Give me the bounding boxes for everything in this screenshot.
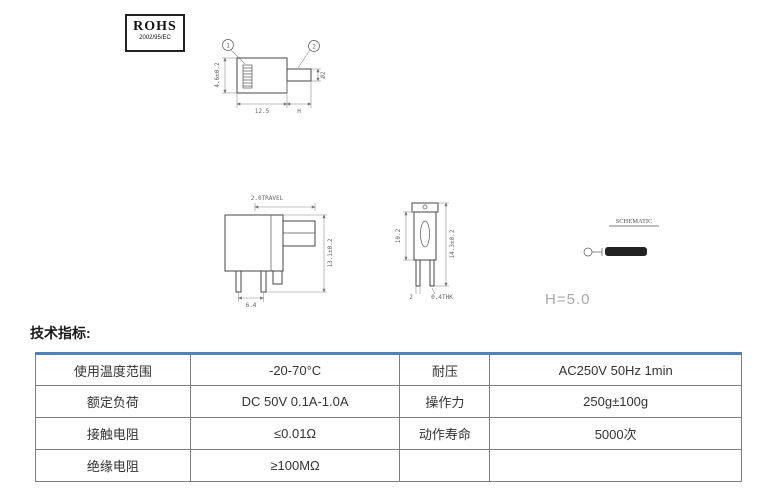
- table-row: 额定负荷 DC 50V 0.1A-1.0A 操作力 250g±100g: [35, 385, 742, 418]
- dim-shaft-length: H: [297, 108, 301, 115]
- dim-front-total-height: 14.3±0.2: [449, 229, 456, 258]
- schematic-title: SCHEMATIC: [616, 218, 653, 225]
- spec-value-cell: ≤0.01Ω: [189, 417, 401, 450]
- drawing-side-view: 2.0TRAVEL 6.4 13.1±0.2: [224, 195, 334, 309]
- rohs-subtitle: 2002/95/EC: [139, 35, 171, 41]
- table-row: 使用温度范围 -20-70°C 耐压 AC250V 50Hz 1min: [35, 353, 742, 386]
- spec-value-cell: AC250V 50Hz 1min: [489, 353, 742, 386]
- dim-pin-width: 2: [409, 294, 413, 301]
- dim-travel: 2.0TRAVEL: [251, 195, 284, 202]
- callout-2: 2: [312, 44, 316, 51]
- drawing-front-view: 10.2 14.3±0.2 2 0.4THK: [395, 202, 456, 301]
- spec-value-cell: [489, 449, 742, 482]
- spec-label-cell: 额定负荷: [35, 385, 191, 418]
- dim-body-length: 12.5: [255, 108, 270, 115]
- rohs-title: ROHS: [133, 19, 177, 34]
- table-row: 绝缘电阻 ≥100MΩ: [35, 449, 742, 482]
- table-row: 接触电阻 ≤0.01Ω 动作寿命 5000次: [35, 417, 742, 450]
- dim-overall-height: 13.1±0.2: [327, 238, 334, 267]
- dim-front-body-height: 10.2: [395, 228, 402, 243]
- spec-value-cell: 5000次: [489, 417, 742, 450]
- spec-label-cell: 接触电阻: [35, 417, 191, 450]
- callout-1: 1: [226, 43, 230, 50]
- specs-heading: 技术指标:: [30, 325, 91, 341]
- dim-pin-pitch: 6.4: [246, 302, 257, 309]
- spec-value-cell: DC 50V 0.1A-1.0A: [189, 385, 401, 418]
- h-dimension-note: H=5.0: [545, 291, 591, 308]
- rohs-badge: ROHS 2002/95/EC: [125, 14, 185, 52]
- spec-value-cell: ≥100MΩ: [189, 449, 401, 482]
- spec-label-cell: 动作寿命: [399, 417, 491, 450]
- dim-body-height: 4.6±0.2: [214, 62, 221, 88]
- drawing-schematic: SCHEMATIC: [583, 218, 659, 257]
- spec-value-cell: -20-70°C: [189, 353, 401, 386]
- spec-label-cell: 操作力: [399, 385, 491, 418]
- specs-table: 使用温度范围 -20-70°C 耐压 AC250V 50Hz 1min 额定负荷…: [35, 352, 742, 482]
- dim-thickness: 0.4THK: [431, 294, 453, 301]
- spec-value-cell: 250g±100g: [489, 385, 742, 418]
- spec-label-cell: 耐压: [399, 353, 491, 386]
- dim-shaft-dia: Ø2: [320, 71, 327, 79]
- spec-label-cell: 使用温度范围: [35, 353, 191, 386]
- spec-label-cell: 绝缘电阻: [35, 449, 191, 482]
- drawing-top-view: 1 2 4.6±0.2 12.5 H Ø2: [214, 39, 327, 115]
- spec-label-cell: [399, 449, 491, 482]
- schematic-button-bar: [605, 247, 647, 256]
